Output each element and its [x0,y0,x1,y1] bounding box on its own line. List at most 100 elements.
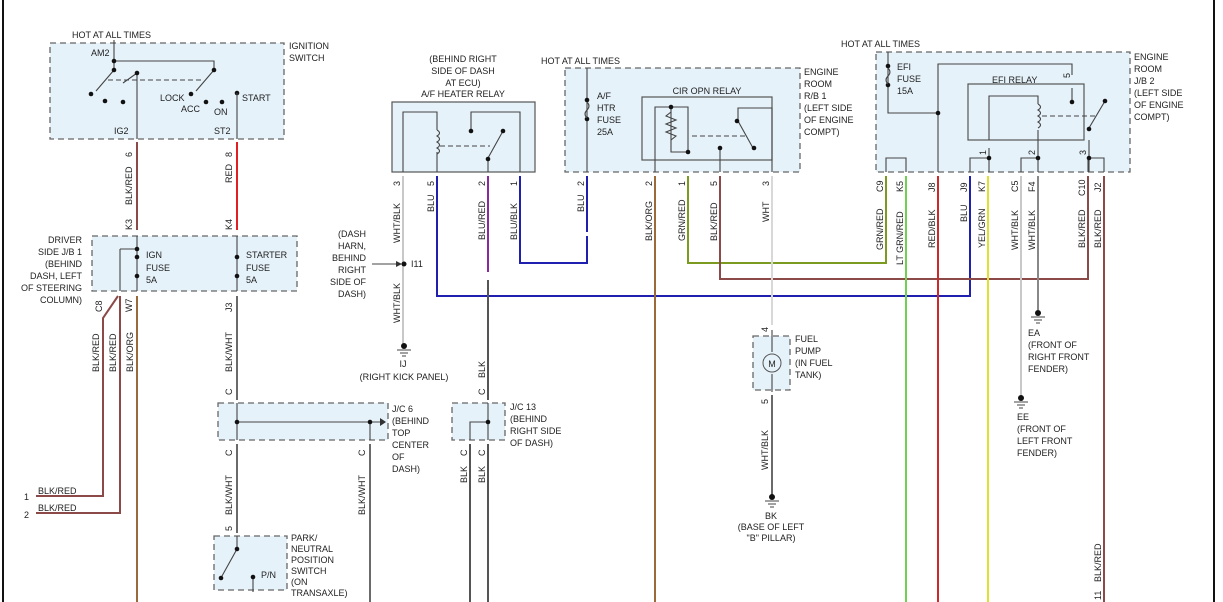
pin-label: 2 [576,181,586,186]
pin-label: J9 [959,182,969,192]
wire-label: BLK [477,466,487,483]
ground-location: (RIGHT KICK PANEL) [360,372,449,382]
component-title: A/F HEATER RELAY [421,89,505,99]
pin-label: J8 [927,182,937,192]
engine-room-junction-block-2[interactable]: HOT AT ALL TIMES EFI FUSE 15A EFI RELAY … [841,39,1184,173]
fuse-label: 5A [146,275,157,285]
acc-label: ACC [181,104,201,114]
terminal-2: 2 [24,510,29,520]
terminal-1: 1 [24,492,29,502]
component-title: OF ENGINE [1134,100,1184,110]
wire-blu[interactable] [436,176,971,297]
wire-label: BLU [959,204,969,222]
component-title: OF DASH) [510,438,553,448]
wire-label: BLK/WHT [224,331,234,372]
location-label: (DASH [338,229,366,239]
hot-label: HOT AT ALL TIMES [72,30,151,40]
wire-label: BLK/WHT [224,474,234,515]
wire-label: BLK/RED [108,333,118,372]
ground-location: "B" PILLAR) [747,533,796,543]
fuse-label: EFI [897,62,911,72]
pin-label: K7 [977,181,987,192]
component-title: ROOM [1134,64,1162,74]
fuel-pump[interactable]: M FUEL PUMP (IN FUEL TANK) [752,330,833,392]
component-title: SIDE J/B 1 [38,247,82,257]
component-title: FUEL [795,334,818,344]
component-title: (BEHIND [510,414,548,424]
ground-code: EA [1028,328,1040,338]
wire-blk-red-cir5[interactable] [719,176,1089,280]
pin-label: 11 [1093,591,1103,600]
ignition-switch[interactable]: HOT AT ALL TIMES IGNITION SWITCH AM2 LOC… [49,30,329,140]
wire-label: BLU [426,194,436,212]
pin-label: F4 [1027,181,1037,192]
driver-side-junction-block-1[interactable]: IGN FUSE 5A STARTER FUSE 5A DRIVER SIDE … [21,235,298,305]
wire-blk-red-2[interactable] [36,296,121,514]
af-heater-relay[interactable]: (BEHIND RIGHT SIDE OF DASH AT ECU) A/F H… [391,54,536,173]
ground-code: BK [765,511,777,521]
wire-blk-red-1[interactable] [36,295,119,497]
ground-location: (BASE OF LEFT [738,522,805,532]
hot-label: HOT AT ALL TIMES [841,39,920,49]
park-neutral-position-switch[interactable]: P/N PARK/ NEUTRAL POSITION SWITCH (ON TR… [213,533,348,598]
ground-location: RIGHT FRONT [1028,352,1090,362]
pin-label: W7 [124,299,134,313]
pin-label: 1 [509,181,519,186]
location-label: HARN, [338,241,366,251]
component-title: (LEFT SIDE [1134,88,1182,98]
fuse-label: 15A [897,86,913,96]
pin-label: 8 [224,152,234,157]
wire-blu-blk[interactable] [519,176,588,264]
pin-label: 4 [760,327,770,332]
wire-label: WHT/BLK [392,283,402,323]
component-title: OF [392,452,405,462]
wire-label: BLK/ORG [125,332,135,372]
relay-title: CIR OPN RELAY [673,86,742,96]
component-title: CENTER [392,440,430,450]
wire-label: BLK/RED [38,486,77,496]
component-title: J/C 6 [392,404,413,414]
pin-label: J3 [224,302,234,312]
location-label: SIDE OF [330,277,367,287]
wire-label: RED [224,163,234,183]
component-title: DASH, LEFT [30,271,83,281]
ground-location: (FRONT OF [1017,424,1066,434]
junction-connector-13[interactable]: J/C 13 (BEHIND RIGHT SIDE OF DASH) [451,402,561,448]
wire-label: BLK [477,361,487,378]
wire-grn-red[interactable] [687,176,887,264]
pin-label: K5 [895,181,905,192]
pin-label: C8 [94,300,104,312]
ground-code: IJ [399,359,406,369]
engine-room-relay-block-1[interactable]: HOT AT ALL TIMES A/F HTR FUSE 25A CIR OP… [541,56,854,173]
component-title: TRANSAXLE) [291,588,348,598]
wire-label: BLK/ORG [644,201,654,241]
wire-label: GRN/RED [677,199,687,241]
junction-connector-6[interactable]: J/C 6 (BEHIND TOP CENTER OF DASH) [217,402,430,474]
pin-label: 5 [1062,73,1072,78]
ground-location: LEFT FRONT [1017,436,1073,446]
pin-label: 5 [426,181,436,186]
component-title: POSITION [291,555,334,565]
component-title: ENGINE [1134,52,1169,62]
wire-label: BLK [459,466,469,483]
motor-symbol: M [768,359,776,369]
wire-label: BLK/RED [124,166,134,205]
wire-label: BLK/RED [1077,209,1087,248]
pin-label: C [477,449,487,456]
component-title: ENGINE [804,67,839,77]
component-title: COMPT) [804,127,840,137]
wire-label: WHT/BLK [1027,210,1037,250]
component-title: (BEHIND [392,416,430,426]
component-title: J/C 13 [510,402,536,412]
pin-label: 5 [224,526,234,531]
ground-ij: IJ (RIGHT KICK PANEL) [360,343,449,382]
ig2-label: IG2 [114,126,129,136]
relay-title: EFI RELAY [992,75,1037,85]
pin-label: K4 [224,219,234,230]
connector-label: I11 [411,259,423,269]
pin-label: C [477,388,487,395]
pin-label: C [459,449,469,456]
component-title: TOP [392,428,410,438]
wire-label: BLK/WHT [357,474,367,515]
pin-label: 3 [761,181,771,186]
